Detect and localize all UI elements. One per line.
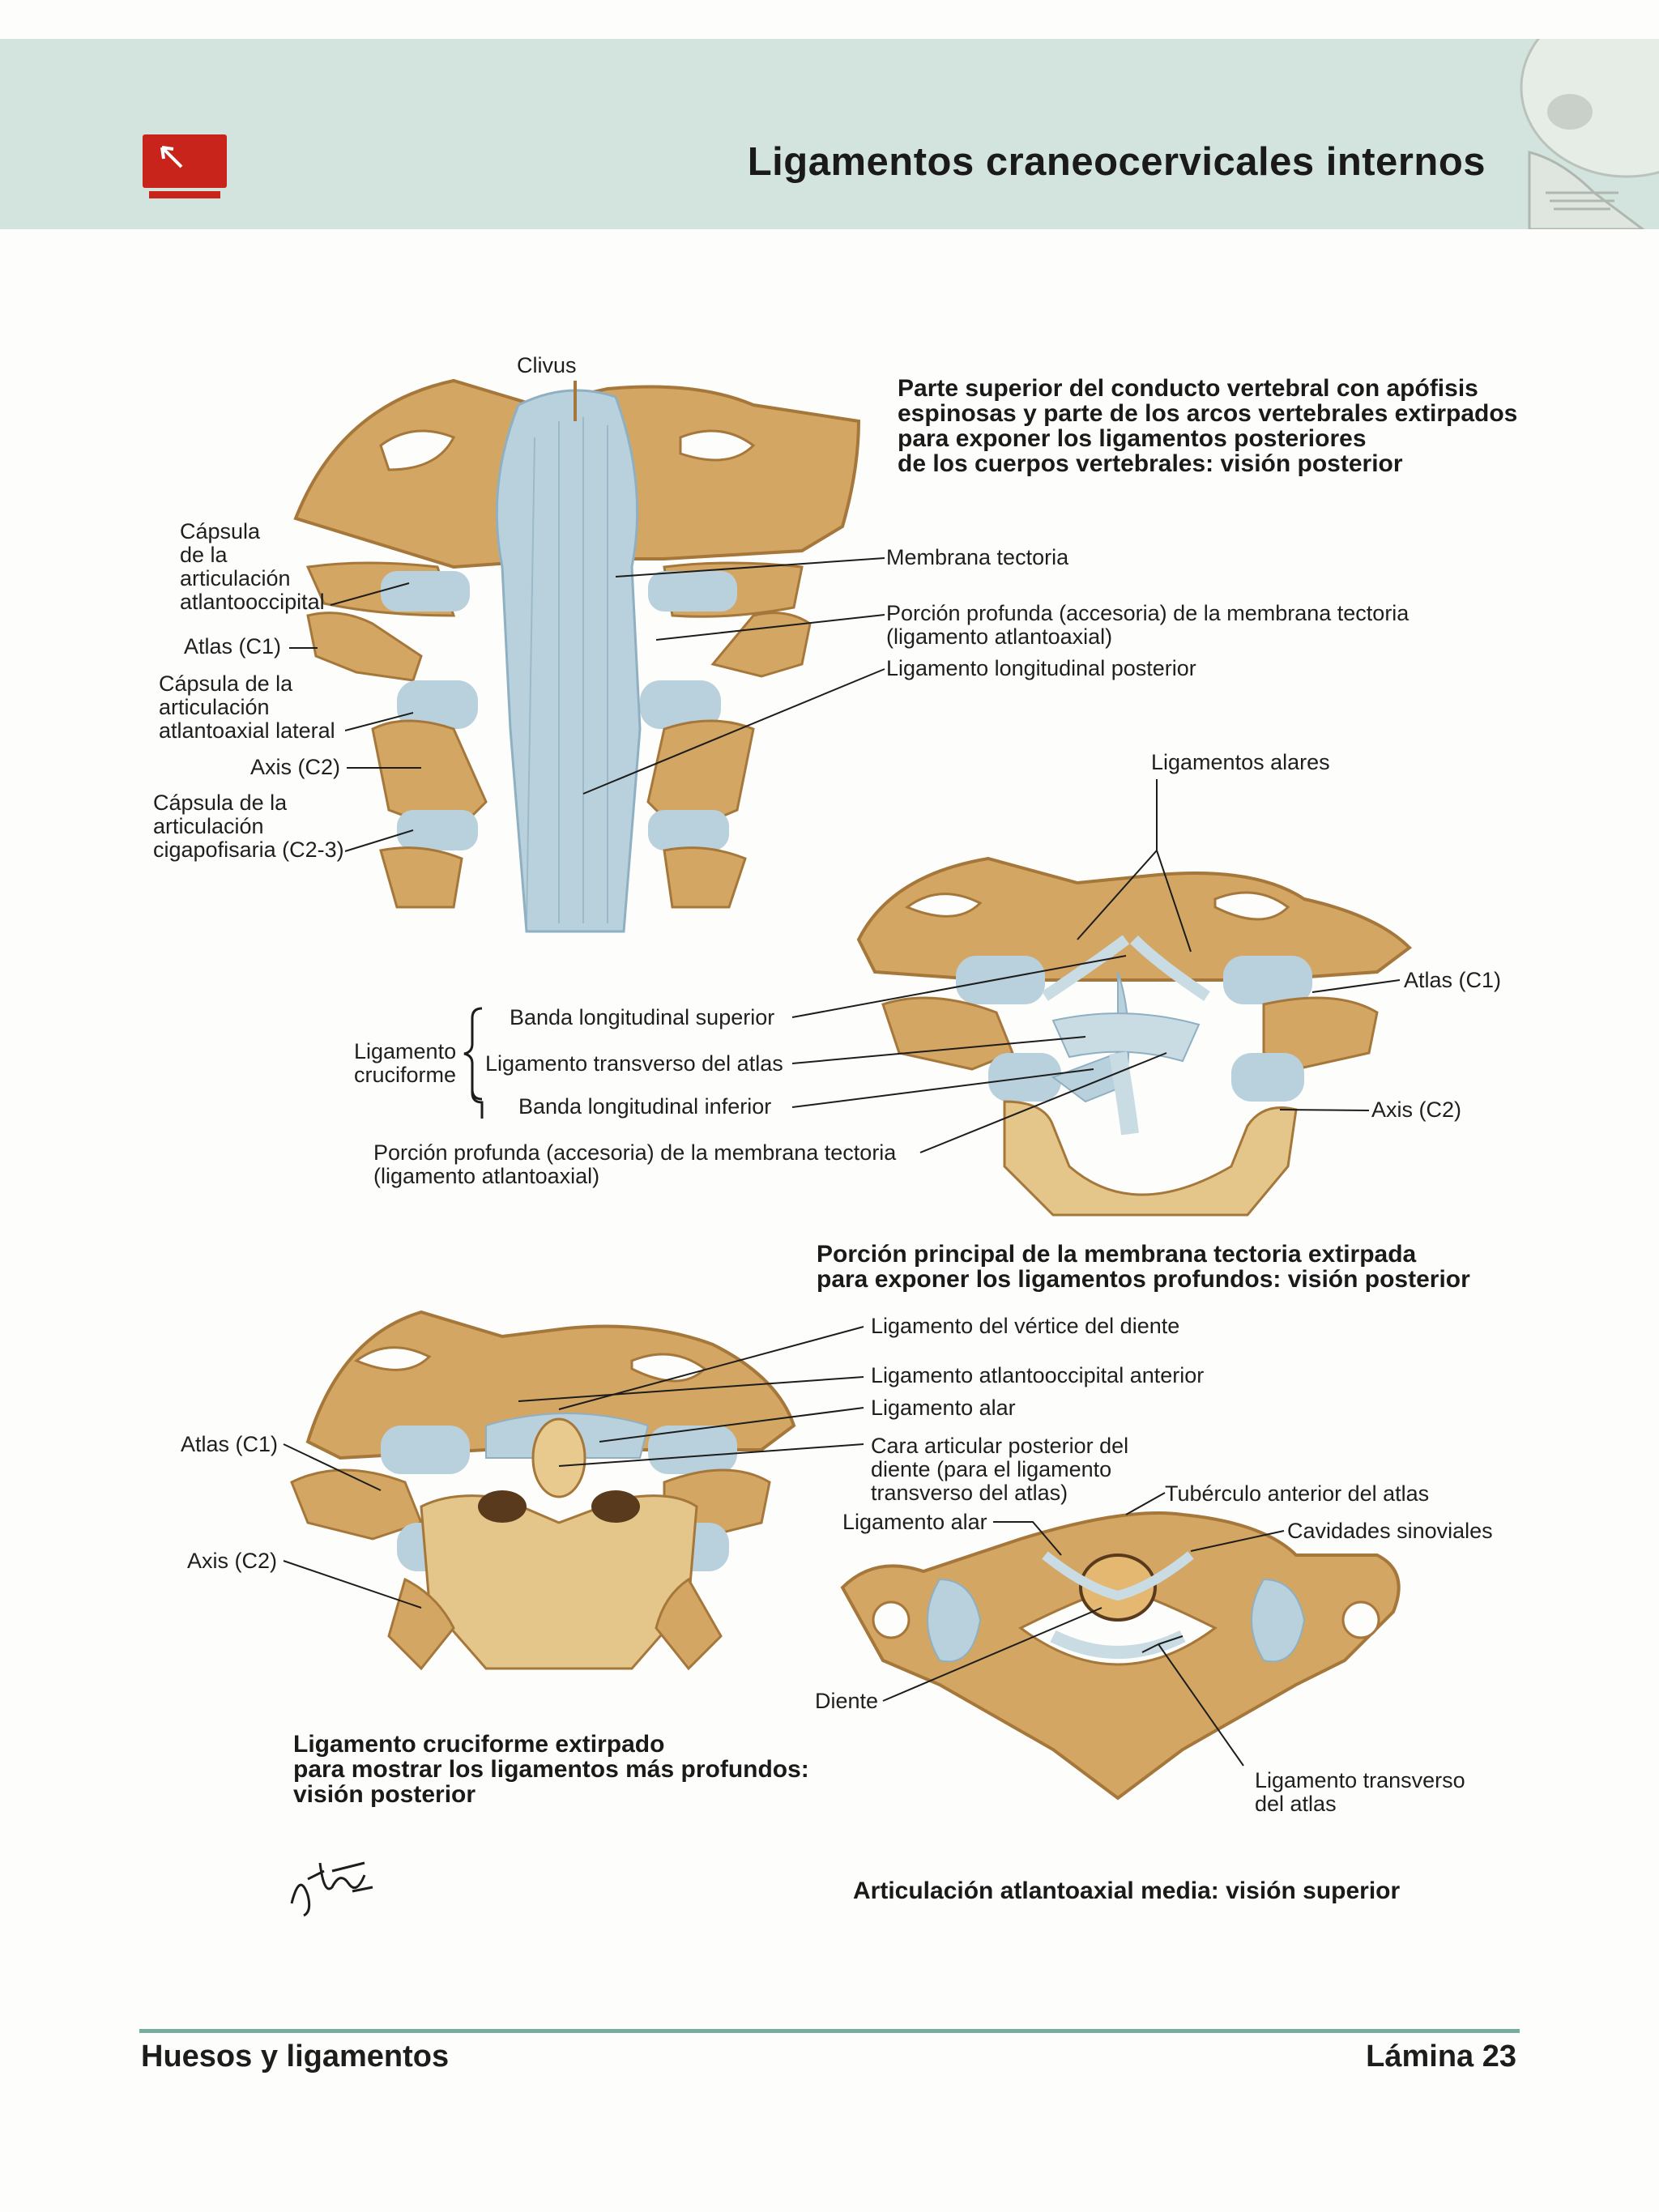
label-atlas-fig1: Atlas (C1) [184, 634, 282, 658]
label-atlas-fig3: Atlas (C1) [181, 1432, 279, 1456]
cruciform-brace [463, 1007, 484, 1119]
page-title: Ligamentos craneocervicales internos [747, 140, 1486, 184]
label-ligamento-alar-fig4: Ligamento alar [842, 1510, 987, 1534]
label-tuberculo-anterior: Tubérculo anterior del atlas [1165, 1481, 1430, 1506]
figure1-illustration [293, 378, 861, 933]
header-band [0, 39, 1659, 229]
label-atlas-fig2: Atlas (C1) [1404, 968, 1502, 992]
footer-plate-number: Lámina 23 [1366, 2039, 1516, 2073]
figure3-illustration [290, 1310, 796, 1671]
footer-section-title: Huesos y ligamentos [141, 2039, 450, 2073]
label-capsula-atlantooccipital: Cápsula de la articulación atlantooccipi… [180, 519, 325, 614]
figure4-illustration [840, 1511, 1401, 1801]
label-banda-superior: Banda longitudinal superior [510, 1005, 775, 1029]
label-diente: Diente [815, 1689, 879, 1713]
figure4-caption: Articulación atlantoaxial media: visión … [853, 1877, 1401, 1904]
figure1-caption: Parte superior del conducto vertebral co… [898, 375, 1518, 477]
label-atlantooccipital-anterior: Ligamento atlantooccipital anterior [871, 1363, 1205, 1387]
label-capsula-atlantoaxial-lateral: Cápsula de la articulación atlantoaxial … [159, 671, 335, 743]
label-banda-inferior: Banda longitudinal inferior [518, 1094, 772, 1119]
label-axis-fig2: Axis (C2) [1371, 1097, 1462, 1122]
label-ligamento-alar-fig3: Ligamento alar [871, 1396, 1016, 1420]
artist-signature [290, 1861, 373, 1917]
label-clivus: Clivus [517, 353, 577, 377]
label-capsula-cigapofisaria: Cápsula de la articulación cigapofisaria… [153, 791, 344, 862]
label-porcion-profunda-fig1: Porción profunda (accesoria) de la membr… [886, 601, 1410, 649]
label-cavidades-sinoviales: Cavidades sinoviales [1287, 1519, 1493, 1543]
figure2-illustration [856, 856, 1413, 1217]
label-ligamento-longitudinal-posterior: Ligamento longitudinal posterior [886, 656, 1196, 680]
label-porcion-profunda-fig2: Porción profunda (accesoria) de la membr… [373, 1140, 897, 1188]
label-ligamento-transverso: Ligamento transverso del atlas [485, 1051, 783, 1076]
leader-lines [283, 557, 1401, 1767]
label-vertice-diente: Ligamento del vértice del diente [871, 1314, 1180, 1338]
figure2-caption: Porción principal de la membrana tectori… [817, 1241, 1470, 1293]
label-axis-fig1: Axis (C2) [250, 755, 341, 779]
label-cara-articular: Cara articular posterior del diente (par… [871, 1434, 1129, 1505]
footer-rule [139, 2029, 1520, 2033]
label-ligamentos-alares: Ligamentos alares [1151, 750, 1330, 774]
skull-decoration [1513, 39, 1659, 229]
figure3-caption: Ligamento cruciforme extirpado para most… [293, 1731, 809, 1808]
monitor-arrow-icon [143, 134, 227, 201]
label-ligamento-transverso-fig4: Ligamento transverso del atlas [1255, 1768, 1465, 1816]
label-membrana-tectoria: Membrana tectoria [886, 545, 1069, 569]
label-ligamento-cruciforme: Ligamento cruciforme [354, 1039, 457, 1087]
label-axis-fig3: Axis (C2) [187, 1549, 278, 1573]
